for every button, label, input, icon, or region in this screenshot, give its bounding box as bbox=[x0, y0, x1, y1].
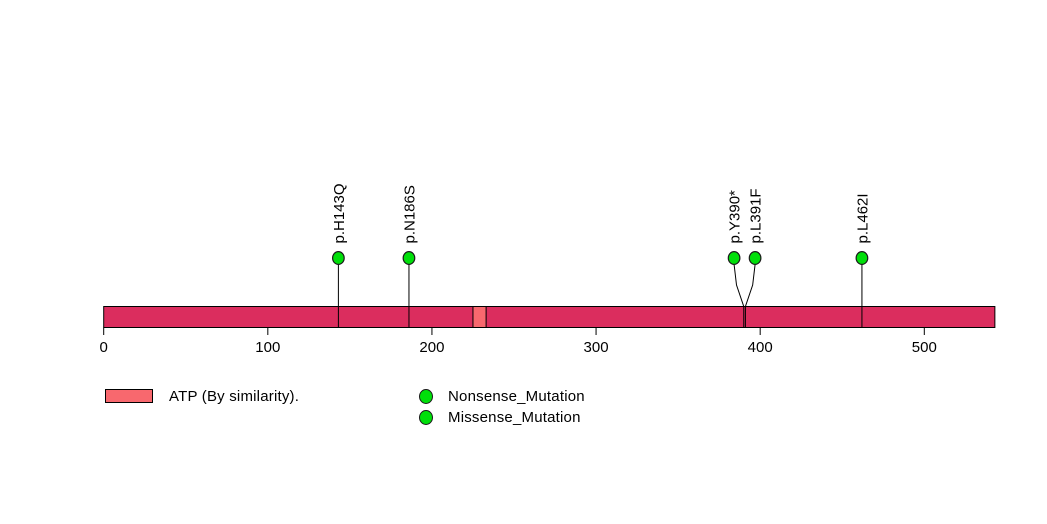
mutation-marker[interactable] bbox=[402, 251, 416, 266]
legend-domain-swatch bbox=[105, 389, 153, 403]
axis-tick-label: 500 bbox=[912, 339, 937, 356]
legend-nonsense-mutation-icon bbox=[419, 389, 433, 404]
axis-tick-label: 400 bbox=[748, 339, 773, 356]
axis-tick-label: 200 bbox=[419, 339, 444, 356]
axis-tick-label: 300 bbox=[584, 339, 609, 356]
legend-nonsense-mutation-label: Nonsense_Mutation bbox=[448, 388, 585, 405]
domain-region-atp bbox=[472, 306, 487, 328]
mutation-label: p.Y390* bbox=[727, 190, 744, 244]
mutation-marker[interactable] bbox=[748, 251, 762, 266]
mutation-marker[interactable] bbox=[727, 251, 741, 266]
legend-missense-mutation-label: Missense_Mutation bbox=[448, 409, 581, 426]
legend-missense-mutation-icon bbox=[419, 410, 433, 425]
mutation-label: p.N186S bbox=[401, 185, 418, 243]
lollipop-stem bbox=[733, 264, 745, 328]
axis-tick-label: 0 bbox=[100, 339, 108, 356]
mutation-label: p.L462I bbox=[854, 193, 871, 243]
protein-backbone-bar bbox=[103, 306, 996, 328]
axis-tick-label: 100 bbox=[255, 339, 280, 356]
mutation-label: p.L391F bbox=[748, 188, 765, 243]
legend-domain-label: ATP (By similarity). bbox=[169, 388, 300, 405]
mutation-marker[interactable] bbox=[331, 251, 345, 266]
mutation-marker[interactable] bbox=[855, 251, 869, 266]
lollipop-stem bbox=[744, 264, 756, 328]
mutation-label: p.H143Q bbox=[331, 183, 348, 243]
